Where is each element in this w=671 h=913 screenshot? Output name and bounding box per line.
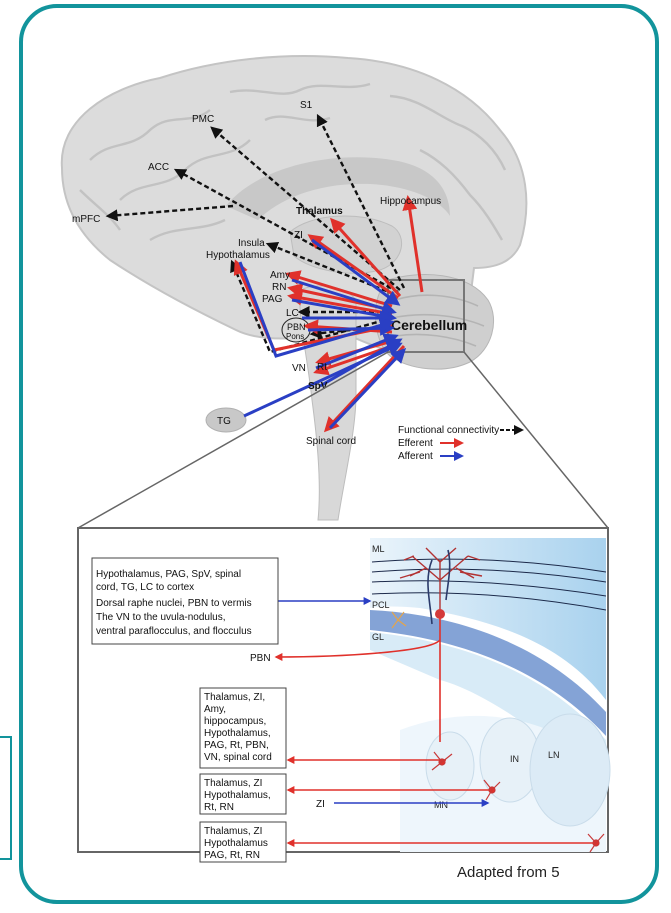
label-mn: MN xyxy=(434,800,448,810)
mn-line-2: Amy, xyxy=(204,704,226,715)
label-rn: RN xyxy=(272,282,286,293)
in-line-3: Rt, RN xyxy=(204,802,234,813)
afferent-line-5: ventral paraflocculus, and flocculus xyxy=(96,626,252,637)
legend-afferent: Afferent xyxy=(398,451,433,462)
afferent-line-4: The VN to the uvula-nodulus, xyxy=(96,612,226,623)
aff-arrow-pbn xyxy=(308,328,392,330)
mn-line-3: hippocampus, xyxy=(204,716,266,727)
afferent-line-2: cord, TG, LC to cortex xyxy=(96,582,194,593)
mn-line-5: PAG, Rt, PBN, xyxy=(204,740,269,751)
label-mpfc: mPFC xyxy=(72,214,100,225)
ln-line-2: Hypothalamus xyxy=(204,838,268,849)
label-pbn-output: PBN xyxy=(250,653,271,664)
credit-text: Adapted from 5 xyxy=(457,864,560,881)
label-insula: Insula xyxy=(238,238,265,249)
label-zi: ZI xyxy=(294,230,303,241)
afferent-line-3: Dorsal raphe nuclei, PBN to vermis xyxy=(96,598,252,609)
label-lc: LC xyxy=(286,308,299,319)
label-in: IN xyxy=(510,754,519,764)
label-spinal-cord: Spinal cord xyxy=(306,436,356,447)
legend-functional: Functional connectivity xyxy=(398,425,499,436)
label-gl: GL xyxy=(372,632,384,642)
label-zi-input: ZI xyxy=(316,799,325,810)
mn-line-1: Thalamus, ZI, xyxy=(204,692,265,703)
mn-line-4: Hypothalamus, xyxy=(204,728,271,739)
label-rt: Rt xyxy=(317,362,327,373)
legend-efferent: Efferent xyxy=(398,438,433,449)
label-hippocampus: Hippocampus xyxy=(380,196,441,207)
label-hypothalamus: Hypothalamus xyxy=(206,250,270,261)
purkinje-soma xyxy=(435,609,445,619)
ln-line-3: PAG, Rt, RN xyxy=(204,850,260,861)
label-s1: S1 xyxy=(300,100,313,111)
label-ln: LN xyxy=(548,750,560,760)
label-vn: VN xyxy=(292,363,306,374)
ln-line-1: Thalamus, ZI xyxy=(204,826,262,837)
label-spv: SpV xyxy=(308,381,328,392)
label-pcl: PCL xyxy=(372,600,390,610)
label-tg: TG xyxy=(217,416,231,427)
label-pbn: PBN xyxy=(287,322,306,332)
brainstem-shape xyxy=(300,286,356,520)
mn-line-6: VN, spinal cord xyxy=(204,752,272,763)
label-acc: ACC xyxy=(148,162,169,173)
cerebellum-label: Cerebellum xyxy=(391,317,467,333)
label-thalamus: Thalamus xyxy=(296,206,343,217)
label-amy: Amy xyxy=(270,270,290,281)
in-line-2: Hypothalamus, xyxy=(204,790,271,801)
label-ml: ML xyxy=(372,544,385,554)
ln-nucleus xyxy=(530,714,610,826)
afferent-line-1: Hypothalamus, PAG, SpV, spinal xyxy=(96,569,241,580)
label-pons: Pons xyxy=(286,332,304,341)
legend: Functional connectivity Efferent Afferen… xyxy=(398,425,522,462)
label-pmc: PMC xyxy=(192,114,214,125)
in-line-1: Thalamus, ZI xyxy=(204,778,262,789)
label-pag: PAG xyxy=(262,294,283,305)
